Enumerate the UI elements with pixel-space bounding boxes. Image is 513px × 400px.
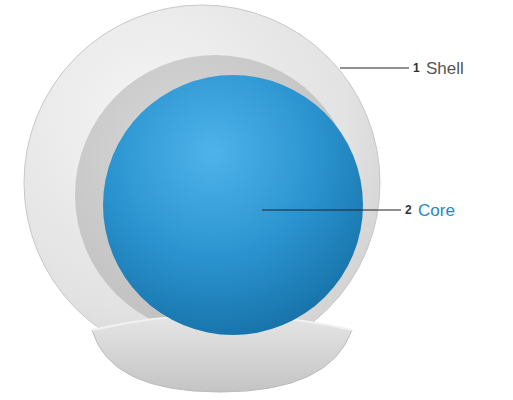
- leader-line: [262, 209, 401, 210]
- part-name: Shell: [426, 60, 464, 77]
- callout-number: 2: [405, 204, 412, 216]
- core: [103, 75, 363, 335]
- part-name: Core: [418, 202, 455, 219]
- leader-line: [340, 67, 409, 68]
- shell: [24, 5, 380, 361]
- callout-number: 1: [413, 62, 420, 74]
